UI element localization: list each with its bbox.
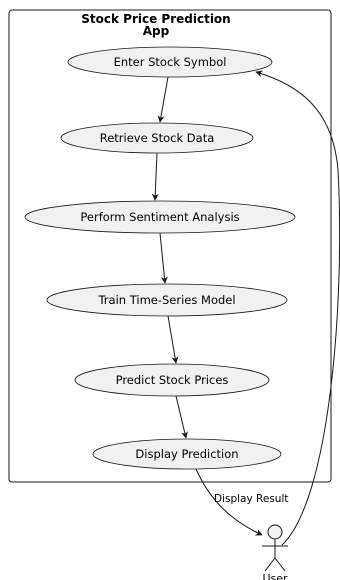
usecase-label: Retrieve Stock Data [100, 131, 215, 145]
arrow-sentiment-to-train [159, 232, 168, 284]
system-title-line2: App [143, 24, 170, 38]
usecase-train-time-series-model[interactable]: Train Time-Series Model [46, 283, 288, 317]
arrow-train-to-predict [167, 315, 179, 364]
usecase-label: Perform Sentiment Analysis [80, 210, 239, 224]
system-boundary [8, 9, 332, 483]
actor-right-leg [274, 557, 286, 572]
usecase-label: Display Prediction [135, 447, 238, 461]
system-title-line1: Stock Price Prediction [81, 12, 230, 26]
usecase-predict-stock-prices[interactable]: Predict Stock Prices [74, 363, 270, 397]
arrow-predict-to-display [175, 395, 188, 439]
actor-head [267, 524, 283, 540]
usecase-label: Train Time-Series Model [97, 293, 235, 307]
usecase-retrieve-stock-data[interactable]: Retrieve Stock Data [60, 122, 254, 154]
edge-label-display-result: Display Result [214, 493, 288, 505]
actor-left-leg [264, 557, 276, 572]
actor-label: User [262, 572, 288, 580]
arrow-enter-to-retrieve [157, 76, 169, 123]
usecase-enter-stock-symbol[interactable]: Enter Stock Symbol [67, 46, 273, 78]
usecase-label: Predict Stock Prices [116, 373, 229, 387]
usecase-ellipse [74, 363, 270, 397]
arrow-retrieve-to-sentiment [151, 152, 159, 201]
usecase-display-prediction[interactable]: Display Prediction [92, 438, 282, 470]
actor-user[interactable]: User [262, 524, 288, 580]
usecase-ellipse [92, 438, 282, 470]
arrow-display-to-user [195, 468, 263, 536]
usecase-ellipse [46, 283, 288, 317]
usecase-label: Enter Stock Symbol [114, 55, 227, 69]
usecase-perform-sentiment-analysis[interactable]: Perform Sentiment Analysis [24, 200, 296, 234]
usecase-ellipse [67, 46, 273, 78]
